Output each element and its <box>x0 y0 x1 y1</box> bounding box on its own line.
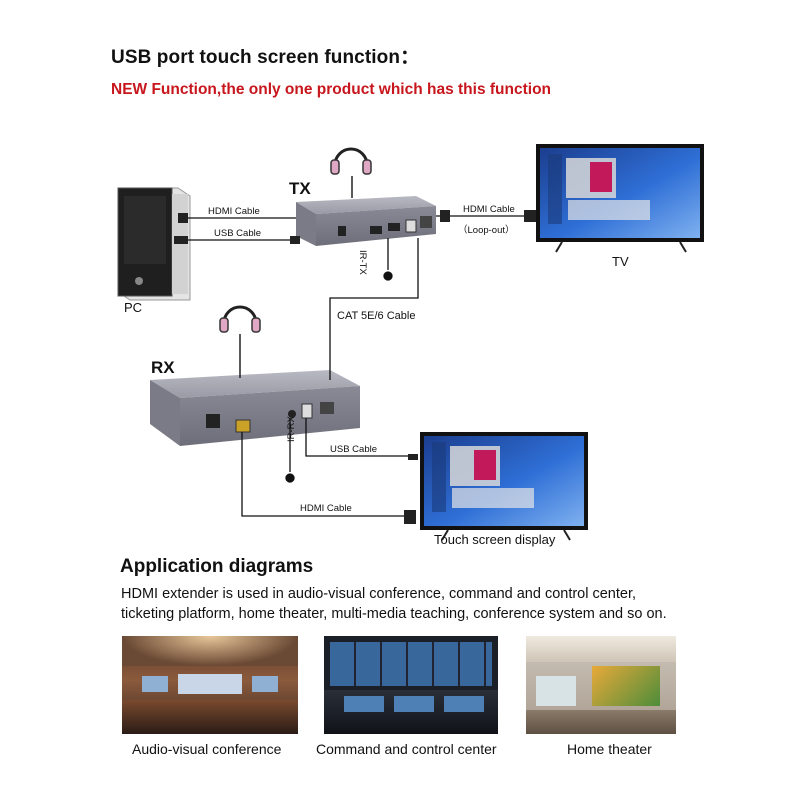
application-heading: Application diagrams <box>120 556 314 577</box>
caption-home-theater: Home theater <box>567 741 652 757</box>
ir-rx-label: IR-RX <box>286 416 297 442</box>
caption-audio-visual-conference: Audio-visual conference <box>132 741 282 757</box>
photo-audio-visual-conference <box>122 636 298 734</box>
tx-device <box>296 196 436 246</box>
cat-cable-label: CAT 5E/6 Cable <box>337 310 416 322</box>
pc-usb-cable-label: USB Cable <box>214 228 261 239</box>
red-subtitle: NEW Function,the only one product which … <box>111 81 552 98</box>
tv-hdmi-cable-label: HDMI Cable <box>463 204 515 215</box>
headphones-icon <box>219 305 261 378</box>
caption-command-control-center: Command and control center <box>316 741 497 757</box>
ir-tx-label: IR-TX <box>357 250 368 275</box>
headphones-icon <box>330 147 372 198</box>
rx-usb-cable-label: USB Cable <box>330 444 377 455</box>
pc-tower-icon <box>117 187 191 301</box>
connection-diagram <box>117 144 704 541</box>
page-title: USB port touch screen function： <box>111 47 420 68</box>
tv-icon <box>536 144 704 253</box>
tv-label: TV <box>612 254 629 269</box>
application-desc-line2: ticketing platform, home theater, multi-… <box>121 606 667 622</box>
rx-label: RX <box>151 358 175 377</box>
connectors <box>174 210 536 524</box>
tx-label: TX <box>289 179 311 198</box>
application-desc-line1: HDMI extender is used in audio-visual co… <box>121 586 637 602</box>
pc-hdmi-cable-label: HDMI Cable <box>208 206 260 217</box>
rx-hdmi-cable-label: HDMI Cable <box>300 503 352 514</box>
photo-command-control-center <box>324 636 498 734</box>
touch-display-label: Touch screen display <box>434 532 556 547</box>
rx-device <box>150 370 360 446</box>
cables <box>188 215 536 517</box>
monitor-icon <box>420 432 588 541</box>
photo-home-theater <box>526 636 676 734</box>
loop-out-label: （Loop-out） <box>458 225 515 236</box>
pc-label: PC <box>124 300 143 315</box>
